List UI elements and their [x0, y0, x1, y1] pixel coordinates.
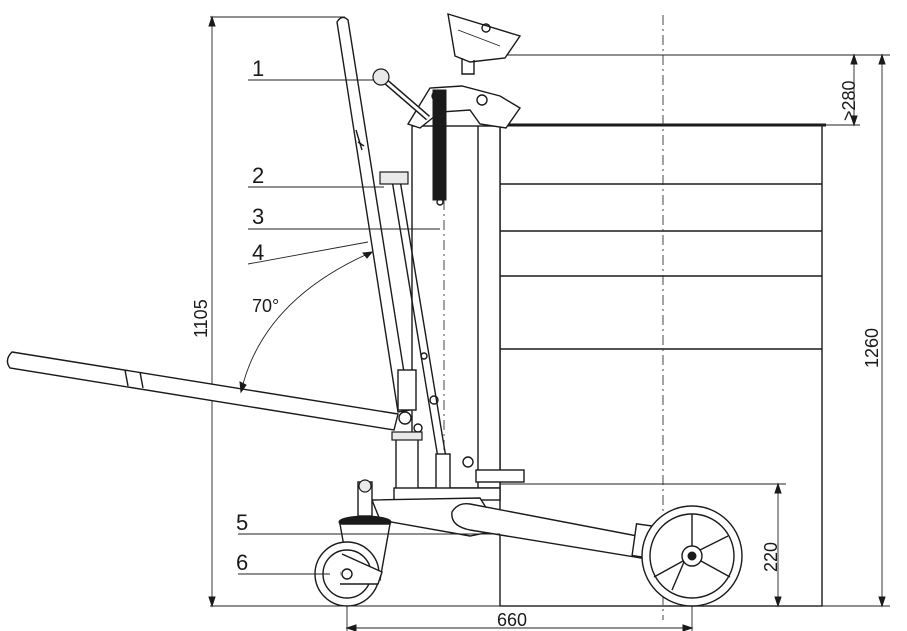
- top-clearance-dimension: [500, 53, 860, 127]
- callout-4: 4: [252, 240, 264, 265]
- pedal-plate: [379, 171, 409, 185]
- callout-1: 1: [252, 56, 264, 81]
- lower-clamp: [475, 469, 525, 483]
- callout-2: 2: [252, 163, 264, 188]
- angle-label: 70°: [252, 296, 279, 316]
- hydraulic-pump: [391, 431, 525, 501]
- dim-overall-height: 1105: [191, 299, 211, 338]
- dim-wheelbase: 660: [497, 610, 527, 630]
- drum-height-dimension: [822, 53, 890, 608]
- upper-clamp-raised: [447, 13, 522, 75]
- lowered-handle: [6, 351, 399, 431]
- overall-height-dimension: [208, 15, 345, 608]
- caster-wheel: [314, 479, 392, 607]
- dim-top-clearance: >280: [839, 80, 859, 121]
- upright-handle: [336, 16, 449, 471]
- angle-arc: [239, 251, 374, 394]
- callout-3: 3: [252, 204, 264, 229]
- callout-5: 5: [236, 510, 248, 535]
- dim-wheel-height: 220: [761, 542, 781, 572]
- rear-wheel: [641, 505, 743, 607]
- wheel-height-dimension: [500, 482, 786, 608]
- callout-6: 6: [236, 550, 248, 575]
- lever-knob: [372, 68, 390, 86]
- upper-lever: [372, 68, 430, 121]
- dim-drum-height: 1260: [862, 328, 882, 368]
- mast: [406, 85, 522, 490]
- callout-leaders: [238, 79, 500, 575]
